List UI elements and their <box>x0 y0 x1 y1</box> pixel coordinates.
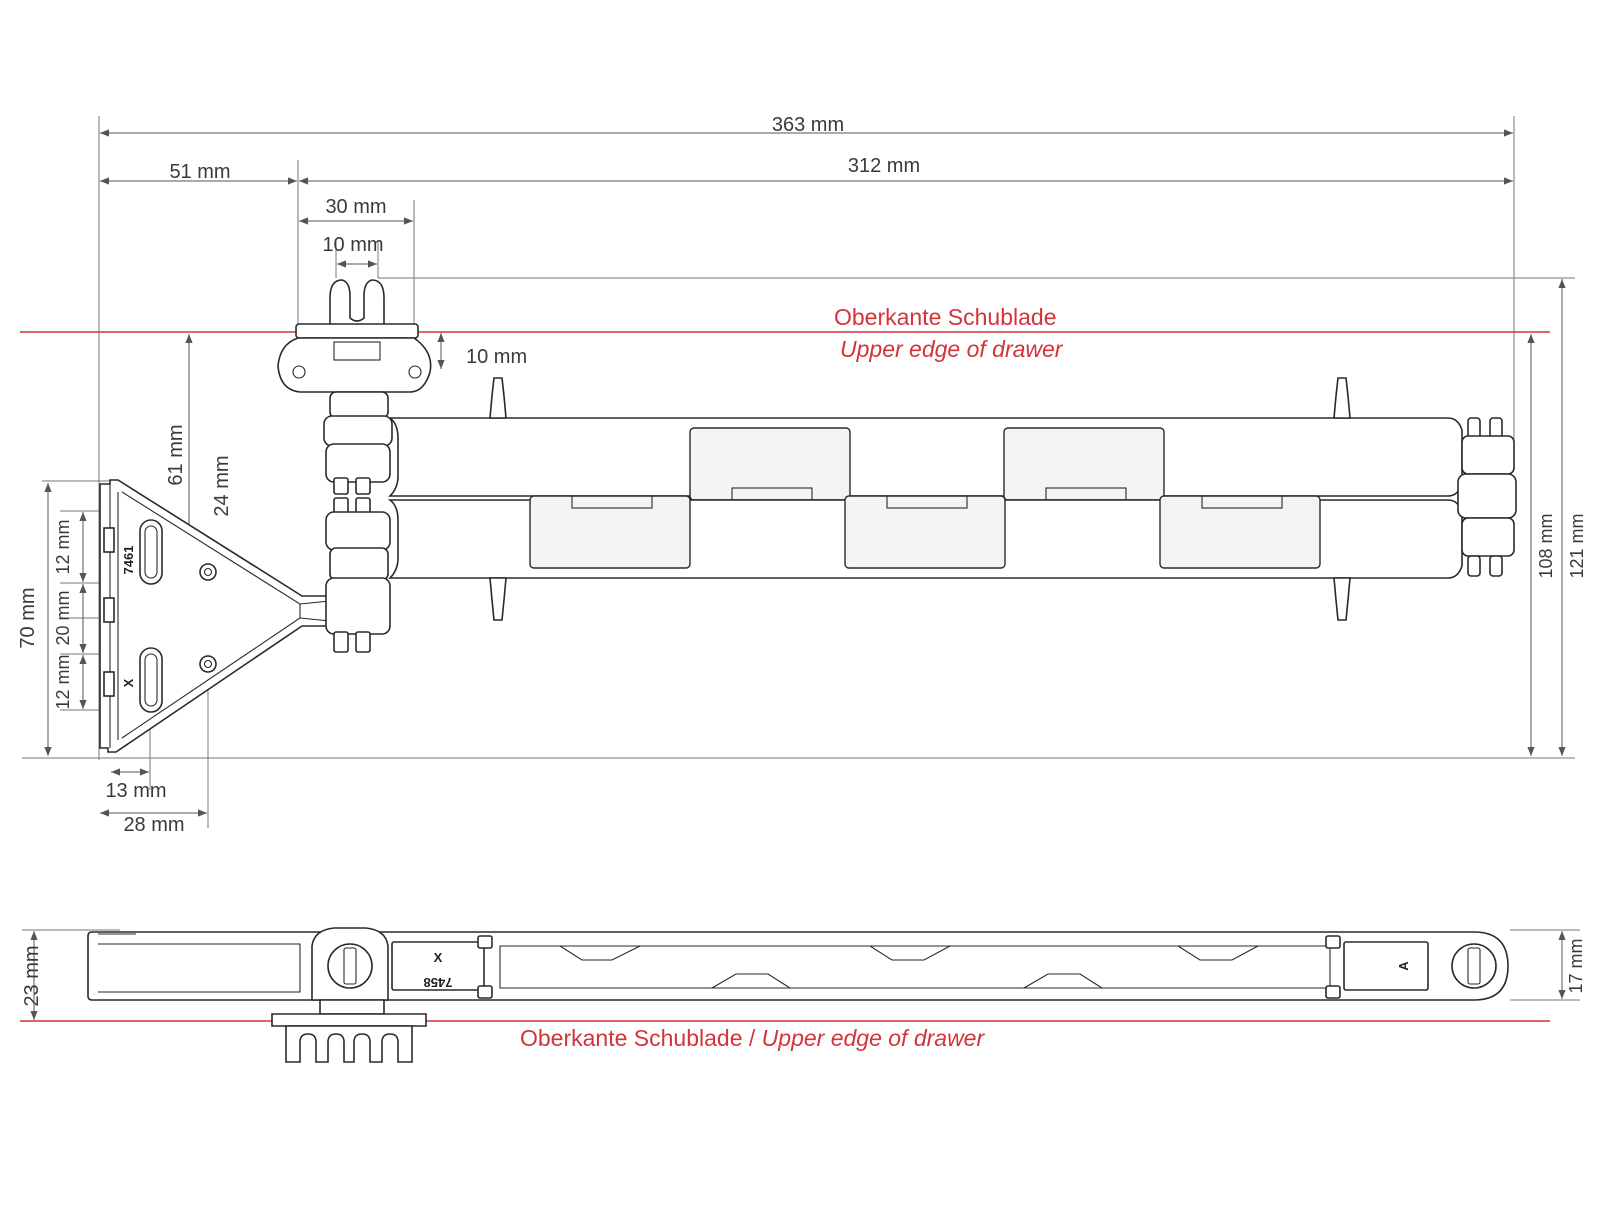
rail-pegs <box>489 377 1351 621</box>
bracket-number-label: 7461 <box>121 546 136 575</box>
dim-offset: 51 mm <box>169 161 230 183</box>
dim-total-height: 121 mm <box>1567 513 1587 578</box>
side-rail-mark: X <box>434 950 443 965</box>
side-upper-edge-label-de: Oberkante Schublade <box>520 1025 743 1051</box>
dim-hole-spacing: 24 mm <box>211 455 233 516</box>
side-mounting-clip <box>271 927 427 1063</box>
wall-bracket: 7461 X <box>99 479 354 753</box>
mounting-clip <box>277 279 432 447</box>
upper-edge-label-de: Oberkante Schublade <box>834 304 1057 330</box>
joint-column <box>325 443 391 653</box>
side-rail: X 7458 A <box>87 931 1509 1001</box>
dim-hole-offset: 28 mm <box>123 814 184 836</box>
lower-rail <box>387 495 1463 579</box>
dim-bracket-height: 70 mm <box>17 587 39 648</box>
dim-clip-height: 10 mm <box>466 346 527 368</box>
side-rail-number: 7458 <box>424 975 453 990</box>
side-upper-edge-separator: / <box>743 1025 762 1051</box>
upper-rail <box>387 417 1463 501</box>
side-view: 23 mm 17 mm X 7458 A <box>20 927 1586 1063</box>
side-upper-edge-label: Oberkante Schublade / Upper edge of draw… <box>520 1025 985 1051</box>
side-dim-left-height: 23 mm <box>21 945 43 1006</box>
dim-clip-gap: 10 mm <box>322 234 383 256</box>
right-end-caps <box>1457 417 1517 577</box>
side-upper-edge-label-en: Upper edge of drawer <box>762 1025 986 1051</box>
dim-overall-width: 363 mm <box>772 114 844 136</box>
dim-bracket-depth: 61 mm <box>165 424 187 485</box>
dim-rail-length: 312 mm <box>848 155 920 177</box>
dim-slot-middle: 20 mm <box>53 590 73 645</box>
dim-slot-upper: 12 mm <box>53 519 73 574</box>
side-dim-right-height: 17 mm <box>1566 938 1586 993</box>
side-end-mark: A <box>1396 961 1411 971</box>
dim-slot-lower: 12 mm <box>53 654 73 709</box>
dim-clip-width: 30 mm <box>325 196 386 218</box>
upper-edge-label-en: Upper edge of drawer <box>840 336 1064 362</box>
top-view: Oberkante Schublade Upper edge of drawer… <box>17 114 1587 836</box>
dim-slot-offset: 13 mm <box>105 780 166 802</box>
bracket-mark-label: X <box>121 678 136 687</box>
dim-inner-height: 108 mm <box>1536 513 1556 578</box>
dimension-lines <box>44 129 1566 817</box>
side-extension-lines <box>22 929 1580 1001</box>
